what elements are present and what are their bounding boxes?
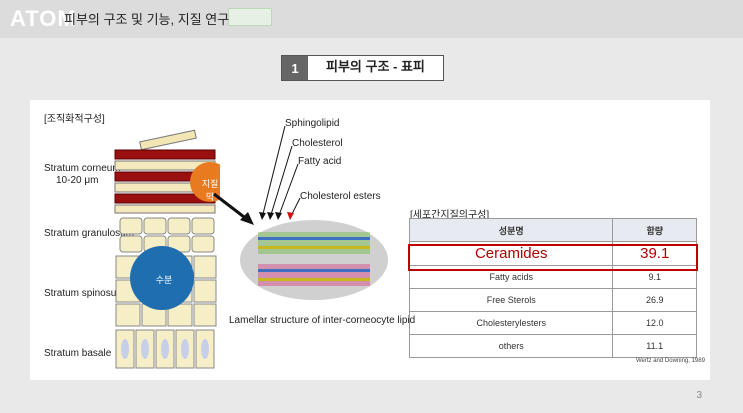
table-header-component: 성분명 xyxy=(408,218,614,242)
table-row: others 11.1 xyxy=(408,334,697,358)
lipid-membrane-label: 지질막 xyxy=(201,179,219,202)
row-name: Free Sterols xyxy=(408,288,614,312)
label-cholesterol: Cholesterol xyxy=(292,138,343,149)
row-name: Cholesterylesters xyxy=(408,311,614,335)
top-bar xyxy=(0,0,743,38)
water-label: 수분 xyxy=(155,275,173,285)
page-number: 3 xyxy=(696,390,702,401)
lipid-bilayer-stripes xyxy=(258,232,370,286)
content-panel: [조직화적구성] Stratum corneum 10-20 μm Stratu… xyxy=(30,100,710,380)
slide-title: 1 피부의 구조 - 표피 xyxy=(281,55,444,81)
label-cholesterol-esters: Cholesterol esters xyxy=(300,191,381,202)
layer-label-granulosum: Stratum granulosum xyxy=(44,228,135,239)
logo-badge xyxy=(228,8,272,26)
table-row: Free Sterols 26.9 xyxy=(408,288,697,312)
skin-layer-diagram xyxy=(114,129,220,369)
row-name: others xyxy=(408,334,614,358)
table-section-title: [세포간지질의구성] xyxy=(410,210,490,221)
table-row: Cholesterylesters 12.0 xyxy=(408,311,697,335)
label-fatty-acid: Fatty acid xyxy=(298,156,342,167)
atom-logo: ATOM xyxy=(10,6,77,31)
arrow-to-lamellar xyxy=(213,192,254,225)
label-sphingolipid: Sphingolipid xyxy=(285,118,340,129)
stratum-granulosum-cells xyxy=(119,217,215,253)
layer-label-basale: Stratum basale xyxy=(44,348,112,359)
layer-label-corneum: Stratum corneum xyxy=(44,163,121,174)
lamellar-lipid-diagram xyxy=(240,125,388,300)
slide-subtitle: 피부의 구조 및 기능, 지질 연구 xyxy=(64,12,230,27)
lipid-membrane-marker xyxy=(190,162,220,202)
lamellar-caption: Lamellar structure of inter-corneocyte l… xyxy=(229,315,416,326)
slide-number: 1 xyxy=(282,56,308,80)
table-header-amount: 함량 xyxy=(612,218,697,242)
layer-label-corneum-thickness: 10-20 μm xyxy=(56,175,99,186)
lipid-composition-table: 성분명 함량 Ceramides 39.1 Fatty acids 9.1 Fr… xyxy=(408,218,697,358)
ceramides-highlight-frame xyxy=(408,244,698,271)
tissue-section-title: [조직화적구성] xyxy=(44,114,105,125)
table-source-note: Wertz and Downing, 1989 xyxy=(636,358,705,364)
row-value: 11.1 xyxy=(612,334,697,358)
row-value: 12.0 xyxy=(612,311,697,335)
water-marker xyxy=(130,246,194,310)
slide-title-text: 피부의 구조 - 표피 xyxy=(326,59,425,74)
layer-label-spinosum: Stratum spinosum xyxy=(44,288,125,299)
stratum-basale-cells xyxy=(115,329,215,369)
row-value: 26.9 xyxy=(612,288,697,312)
